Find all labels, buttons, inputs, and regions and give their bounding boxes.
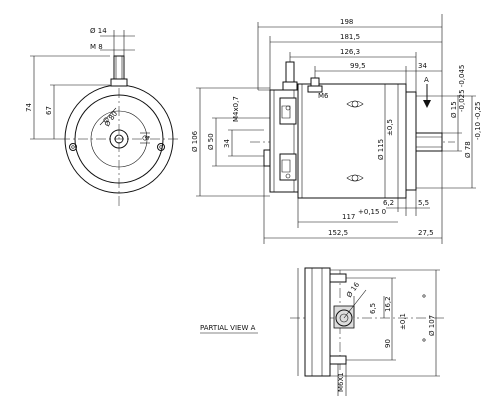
dim-height-74: 74 <box>25 103 33 112</box>
front-view: Ø 14 M 8 74 67 Ø 80 4 <box>25 27 178 208</box>
dim-dia-16: Ø 16 <box>345 280 361 299</box>
dim-overall-198: 198 <box>340 18 353 26</box>
dim-tol-78: -0,10 -0,25 <box>474 102 482 140</box>
dim-length-181-5: 181,5 <box>340 33 360 41</box>
dim-90: 90 <box>384 339 392 348</box>
dim-dia-115: Ø 115 <box>377 139 385 160</box>
dim-tol-15: -0,025 -0,045 <box>458 65 466 112</box>
dim-inner-dia: Ø 80 <box>103 110 119 128</box>
dim-length-34: 34 <box>418 62 427 70</box>
dim-6-2: 6,2 <box>383 199 394 207</box>
dim-dia-106: Ø 106 <box>191 130 199 152</box>
dim-27-5: 27,5 <box>418 229 434 237</box>
dim-34: 34 <box>223 139 231 148</box>
arrow-label-a: A <box>424 76 429 84</box>
dim-dia-107: Ø 107 <box>428 315 436 336</box>
dim-terminal-m4: M4x0,7 <box>232 96 240 122</box>
partial-view-a: PARTIAL VIEW A Ø 16 6,5 16,2 ±0,1 90 <box>200 267 445 396</box>
dim-terminal-m6: M6 <box>318 92 329 100</box>
dim-dia-15: Ø 15 <box>450 101 458 118</box>
dim-height-67: 67 <box>45 106 53 115</box>
dim-thread-m6: M6X1 <box>337 372 345 392</box>
dim-16-2: 16,2 <box>384 296 392 312</box>
dim-5-5: 5,5 <box>418 199 429 207</box>
side-view: 198 181,5 126,3 99,5 34 M4x0,7 M6 A Ø 10… <box>191 14 482 244</box>
dim-tol-117: +0,15 0 <box>358 208 386 216</box>
dim-length-126-3: 126,3 <box>340 48 360 56</box>
dim-tol-05: ±0,5 <box>386 119 394 136</box>
dim-thread: M 8 <box>90 43 103 51</box>
dim-6-5: 6,5 <box>369 303 377 314</box>
partial-view-title: PARTIAL VIEW A <box>200 324 256 332</box>
dim-152-5: 152,5 <box>328 229 348 237</box>
dim-117: 117 <box>342 213 355 221</box>
dim-tol-01: ±0,1 <box>399 313 407 330</box>
dim-length-99-5: 99,5 <box>350 62 366 70</box>
dim-dia-50: Ø 50 <box>207 133 215 150</box>
dim-hole-4: 4 <box>144 135 152 140</box>
dim-dia-78: Ø 78 <box>464 141 472 158</box>
dim-shaft-dia: Ø 14 <box>90 27 107 35</box>
